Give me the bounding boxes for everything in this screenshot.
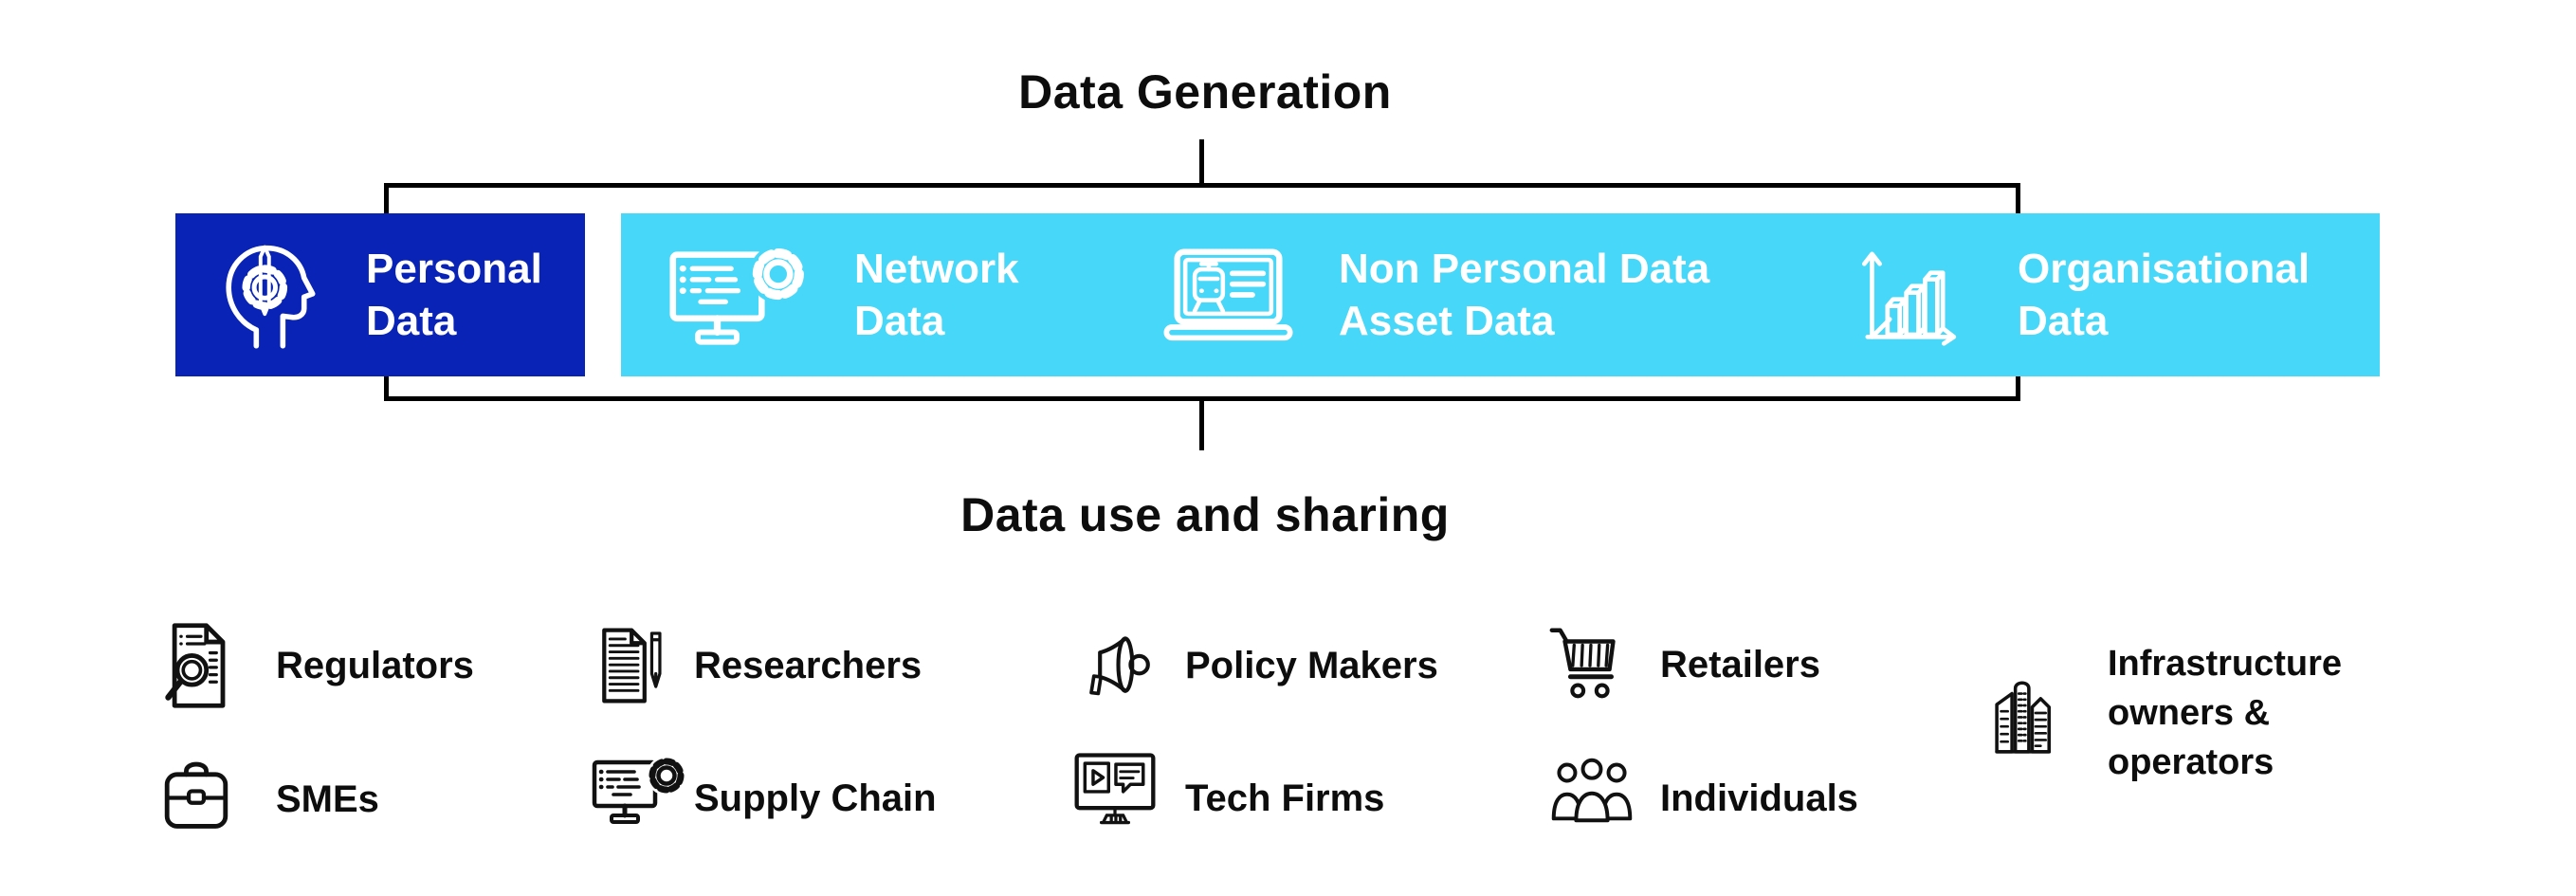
bar-chart-icon: [1848, 242, 1976, 348]
document-magnifier-icon: [155, 617, 246, 714]
stakeholder-supply-chain: Supply Chain: [590, 745, 937, 834]
shopping-cart-icon: [1543, 622, 1635, 707]
policy-makers-label: Policy Makers: [1185, 645, 1438, 686]
stakeholder-smes: SMEs: [155, 749, 379, 832]
retailers-label: Retailers: [1660, 644, 1820, 686]
personal-data-box: Personal Data: [175, 213, 585, 376]
connector-line-bottom: [1199, 401, 1204, 450]
individuals-label: Individuals: [1660, 777, 1858, 819]
buildings-icon: [1990, 669, 2066, 757]
personal-data-label: Personal Data: [366, 246, 542, 344]
researchers-label: Researchers: [694, 645, 923, 686]
megaphone-icon: [1069, 624, 1157, 707]
stakeholder-individuals: Individuals: [1543, 755, 1858, 825]
network-data-label: Network Data: [854, 246, 1019, 344]
stakeholder-researchers: Researchers: [590, 616, 922, 715]
network-data-item: Network Data: [661, 213, 1019, 376]
laptop-train-icon: [1160, 247, 1297, 343]
smes-label: SMEs: [276, 778, 379, 820]
regulators-label: Regulators: [276, 645, 474, 686]
supply-chain-label: Supply Chain: [694, 777, 937, 819]
monitor-gear-icon: [661, 241, 813, 349]
monitor-media-icon: [1069, 747, 1160, 832]
monitor-gear-icon: [590, 747, 686, 832]
head-gear-icon: [218, 230, 324, 359]
people-icon: [1543, 756, 1641, 824]
stakeholder-retailers: Retailers: [1543, 620, 1820, 709]
stakeholder-tech-firms: Tech Firms: [1069, 745, 1384, 834]
stakeholder-infrastructure: Infrastructure owners & operators: [1990, 639, 2342, 787]
stakeholder-policy-makers: Policy Makers: [1069, 622, 1438, 709]
organisational-data-item: Organisational Data: [1848, 213, 2310, 376]
stakeholder-regulators: Regulators: [155, 616, 474, 715]
data-types-box: Network Data Non Personal Data Asset Dat…: [621, 213, 2380, 376]
document-pen-icon: [590, 618, 670, 713]
non-personal-data-label: Non Personal Data Asset Data: [1339, 246, 1710, 344]
non-personal-data-item: Non Personal Data Asset Data: [1160, 213, 1709, 376]
organisational-data-label: Organisational Data: [2018, 246, 2311, 344]
tech-firms-label: Tech Firms: [1185, 777, 1385, 819]
briefcase-icon: [155, 751, 238, 831]
connector-line-top: [1199, 139, 1204, 183]
infrastructure-label: Infrastructure owners & operators: [2108, 644, 2343, 782]
data-use-sharing-title: Data use and sharing: [960, 488, 1450, 541]
data-generation-title: Data Generation: [1018, 65, 1392, 119]
